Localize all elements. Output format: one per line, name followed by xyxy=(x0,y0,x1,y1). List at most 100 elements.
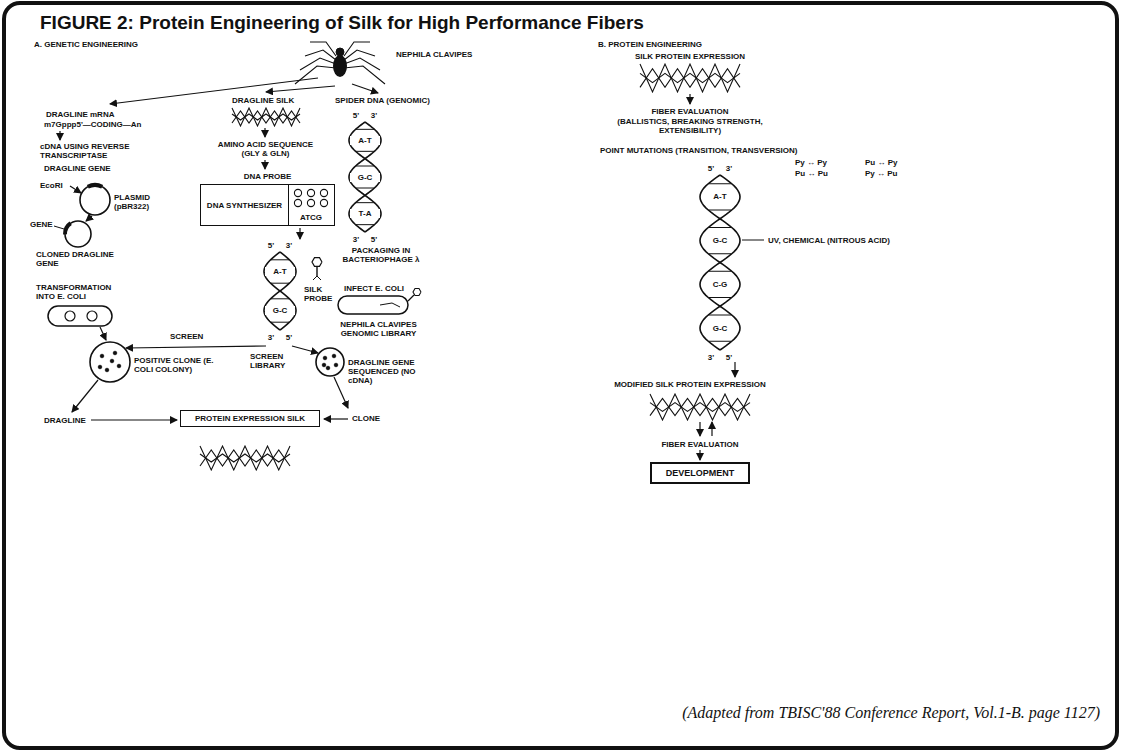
base-pair-rung xyxy=(708,297,732,298)
helix-label: 5' xyxy=(696,164,726,173)
silk-fiber xyxy=(232,114,300,120)
silk-fiber xyxy=(200,446,290,470)
colony xyxy=(100,354,104,358)
base-pair-rung xyxy=(708,210,732,211)
dna-strand xyxy=(264,252,296,330)
dna-strand xyxy=(349,122,381,232)
helix-label: 3' xyxy=(341,235,371,244)
box-heading: DNA PROBE xyxy=(201,172,334,181)
spider-leg xyxy=(344,66,385,84)
synthesizer-cell: DNA SYNTHESIZER xyxy=(201,185,289,225)
phage-tail xyxy=(316,267,317,276)
colony xyxy=(105,368,109,372)
base-pair-rung xyxy=(708,253,732,254)
base-pair-rung xyxy=(356,202,375,203)
vial xyxy=(320,199,327,206)
flow-arrow xyxy=(70,186,81,193)
helix-label: 3' xyxy=(714,164,744,173)
step-label: DRAGLINE GENE xyxy=(44,164,111,173)
flow-arrow xyxy=(59,131,60,140)
colony xyxy=(322,363,326,367)
phage-tail xyxy=(408,295,414,301)
silk-fiber xyxy=(232,111,300,123)
base-pair-rung xyxy=(708,341,732,342)
step-label: UV, CHEMICAL (NITROUS ACID) xyxy=(768,236,890,245)
e-coli-cell xyxy=(338,296,408,314)
helix-label: 5' xyxy=(359,235,389,244)
flow-arrow xyxy=(711,422,712,436)
step-label: SPIDER DNA (GENOMIC) xyxy=(335,96,430,105)
step-label: Py ↔ Py xyxy=(795,158,827,167)
step-label: NEPHILA CLAVIPES xyxy=(396,50,472,59)
step-label: PACKAGING IN BACTERIOPHAGE λ xyxy=(326,246,436,264)
phage-head xyxy=(413,289,421,296)
base-pair-rung xyxy=(271,259,290,260)
flow-arrow xyxy=(734,362,735,377)
step-label: DRAGLINE GENE SEQUENCED (NO cDNA) xyxy=(348,358,433,385)
plasmid xyxy=(80,185,110,215)
base-pair-rung xyxy=(271,283,290,284)
base-pair-rung xyxy=(708,227,732,228)
helix-label: 5' xyxy=(714,353,744,362)
colony xyxy=(326,366,330,370)
step-label: SILK PROBE xyxy=(304,285,344,303)
colony xyxy=(117,364,121,368)
colony xyxy=(334,363,338,367)
box-text: PROTEIN EXPRESSION SILK xyxy=(187,414,313,423)
dna-strand xyxy=(349,122,381,232)
step-label: PLASMID (pBR322) xyxy=(114,193,169,211)
spider-leg xyxy=(295,66,336,84)
spider-leg xyxy=(344,42,370,56)
step-label: DRAGLINE mRNA xyxy=(46,110,114,119)
flow-arrow xyxy=(264,160,265,169)
base-pair-rung xyxy=(271,322,290,323)
culture-dish xyxy=(316,348,344,376)
dna-strand xyxy=(264,252,296,330)
flow-arrow xyxy=(266,86,335,92)
step-label: SILK PROTEIN EXPRESSION xyxy=(590,52,790,61)
step-label: SCREEN LIBRARY xyxy=(250,352,290,370)
plasmid-in-cell xyxy=(87,311,97,321)
spider-leg xyxy=(344,58,380,70)
colony xyxy=(332,354,336,358)
vial xyxy=(307,199,314,206)
silk-fiber xyxy=(650,403,750,412)
dna-strand xyxy=(700,175,740,350)
nucleotide-vials xyxy=(289,187,333,209)
nucleotide-cell: ATCG xyxy=(289,185,333,225)
vial xyxy=(294,189,301,196)
step-label: (BALLISTICS, BREAKING STRENGTH, EXTENSIB… xyxy=(590,117,790,135)
flow-arrow xyxy=(334,377,348,408)
step-label: FIBER EVALUATION xyxy=(600,440,800,449)
source-caption: (Adapted from TBISC'88 Conference Report… xyxy=(560,704,1100,722)
step-label: GENE xyxy=(30,220,53,229)
silk-fiber xyxy=(200,450,290,466)
plasmid-in-cell xyxy=(65,311,75,321)
helix-label: G-C xyxy=(705,324,735,333)
leader-line xyxy=(742,240,764,241)
helix-label: 5' xyxy=(274,333,304,342)
outer-frame xyxy=(4,3,1117,748)
flow-arrow xyxy=(292,346,318,353)
flow-arrow xyxy=(72,380,98,412)
flow-arrow xyxy=(100,327,106,340)
spider-body xyxy=(333,55,347,77)
colony xyxy=(98,365,102,369)
helix-label: G-C xyxy=(350,173,380,182)
step-label: NEPHILA CLAVIPES GENOMIC LIBRARY xyxy=(326,320,431,338)
step-label: EcoRI xyxy=(40,181,63,190)
silk-fiber xyxy=(200,454,290,462)
base-pair-rung xyxy=(356,129,375,130)
box-text: ATCG xyxy=(300,213,322,222)
silk-fiber xyxy=(640,64,740,92)
helix-label: 3' xyxy=(696,353,726,362)
vial xyxy=(320,189,327,196)
helix-label: A-T xyxy=(265,267,295,276)
colony xyxy=(110,359,114,363)
gene-insert xyxy=(63,222,72,235)
step-label: FIBER EVALUATION xyxy=(590,107,790,116)
colony xyxy=(113,351,117,355)
silk-fiber xyxy=(640,69,740,88)
flow-arrow xyxy=(324,418,348,419)
helix-label: 5' xyxy=(256,241,286,250)
